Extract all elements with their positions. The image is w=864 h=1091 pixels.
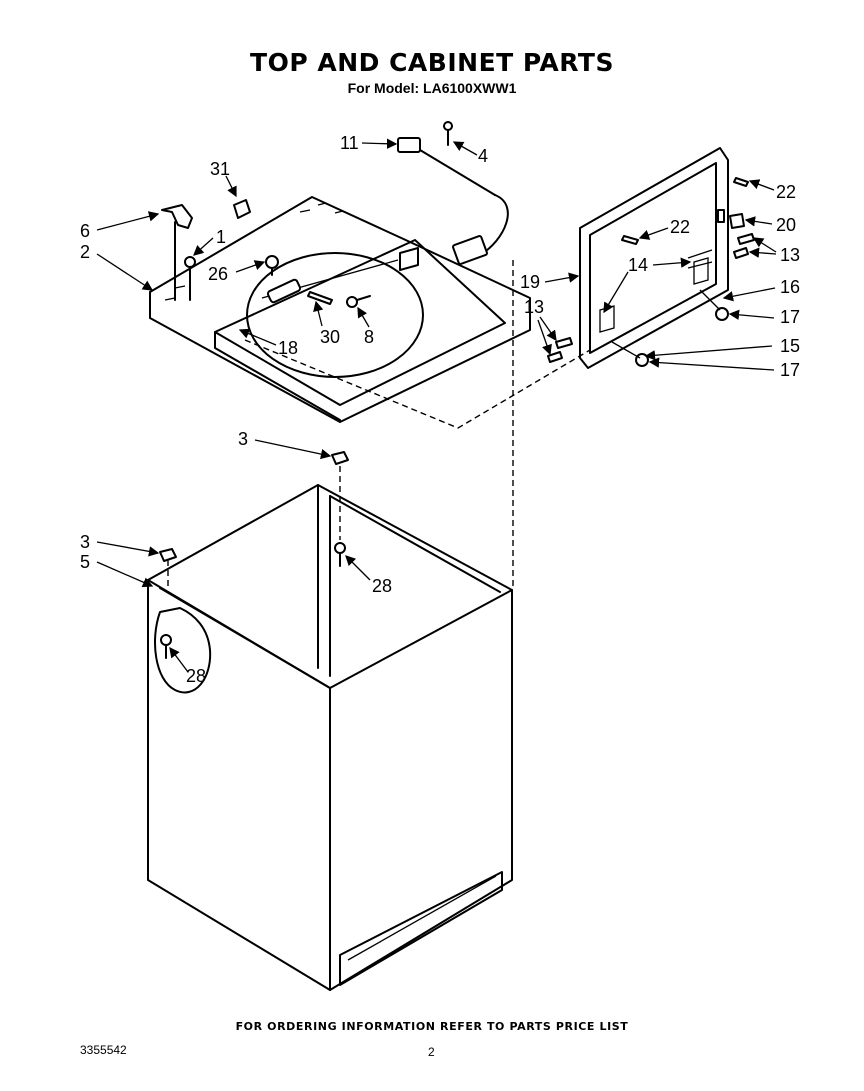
screw-30 bbox=[307, 291, 333, 305]
callout-labels: 1 2 3 3 4 5 6 8 11 13 13 14 15 16 17 17 … bbox=[80, 133, 800, 686]
callout-13: 13 bbox=[780, 245, 800, 265]
callout-31: 31 bbox=[210, 159, 230, 179]
callout-5: 5 bbox=[80, 552, 90, 572]
callout-19: 19 bbox=[520, 272, 540, 292]
callout-22: 22 bbox=[776, 182, 796, 202]
callout-2: 2 bbox=[80, 242, 90, 262]
hinge-6 bbox=[161, 204, 193, 301]
callout-30: 30 bbox=[320, 327, 340, 347]
callout-11: 11 bbox=[340, 133, 359, 153]
callout-28: 28 bbox=[372, 576, 392, 596]
document-number: 3355542 bbox=[80, 1043, 127, 1057]
callout-15: 15 bbox=[780, 336, 800, 356]
pins-22 bbox=[621, 177, 749, 245]
wires-15-16 bbox=[611, 289, 721, 359]
nut-1 bbox=[184, 256, 196, 301]
callout-26: 26 bbox=[208, 264, 228, 284]
callout-20: 20 bbox=[776, 215, 796, 235]
callout-3: 3 bbox=[238, 429, 248, 449]
bumpers-17 bbox=[635, 307, 729, 367]
callout-18: 18 bbox=[278, 338, 298, 358]
callout-4: 4 bbox=[478, 146, 488, 166]
page-title: TOP AND CABINET PARTS bbox=[250, 48, 614, 77]
screw-8 bbox=[346, 295, 371, 308]
top-panel bbox=[149, 196, 531, 423]
bumper-26 bbox=[265, 255, 279, 276]
callout-28: 28 bbox=[186, 666, 206, 686]
callout-14: 14 bbox=[628, 255, 648, 275]
clip-20 bbox=[729, 213, 745, 229]
lid-switch bbox=[397, 137, 509, 265]
callout-17: 17 bbox=[780, 360, 800, 380]
lid-assembly bbox=[579, 147, 729, 369]
cabinet bbox=[147, 484, 513, 991]
callout-3: 3 bbox=[80, 532, 90, 552]
screw-4 bbox=[443, 121, 453, 146]
screws-13 bbox=[547, 233, 755, 363]
callout-17: 17 bbox=[780, 307, 800, 327]
model-subtitle: For Model: LA6100XWW1 bbox=[347, 80, 517, 96]
callout-8: 8 bbox=[364, 327, 374, 347]
screws-28 bbox=[160, 542, 346, 659]
ordering-note: FOR ORDERING INFORMATION REFER TO PARTS … bbox=[235, 1020, 629, 1033]
callout-1: 1 bbox=[216, 227, 226, 247]
washers-3 bbox=[159, 451, 349, 562]
callout-6: 6 bbox=[80, 221, 90, 241]
leader-arrows bbox=[96, 138, 777, 673]
callout-22: 22 bbox=[670, 217, 690, 237]
bracket-31 bbox=[233, 199, 251, 219]
callout-13: 13 bbox=[524, 297, 544, 317]
alignment-line bbox=[244, 339, 591, 429]
callout-16: 16 bbox=[780, 277, 800, 297]
page-number: 2 bbox=[428, 1045, 435, 1059]
